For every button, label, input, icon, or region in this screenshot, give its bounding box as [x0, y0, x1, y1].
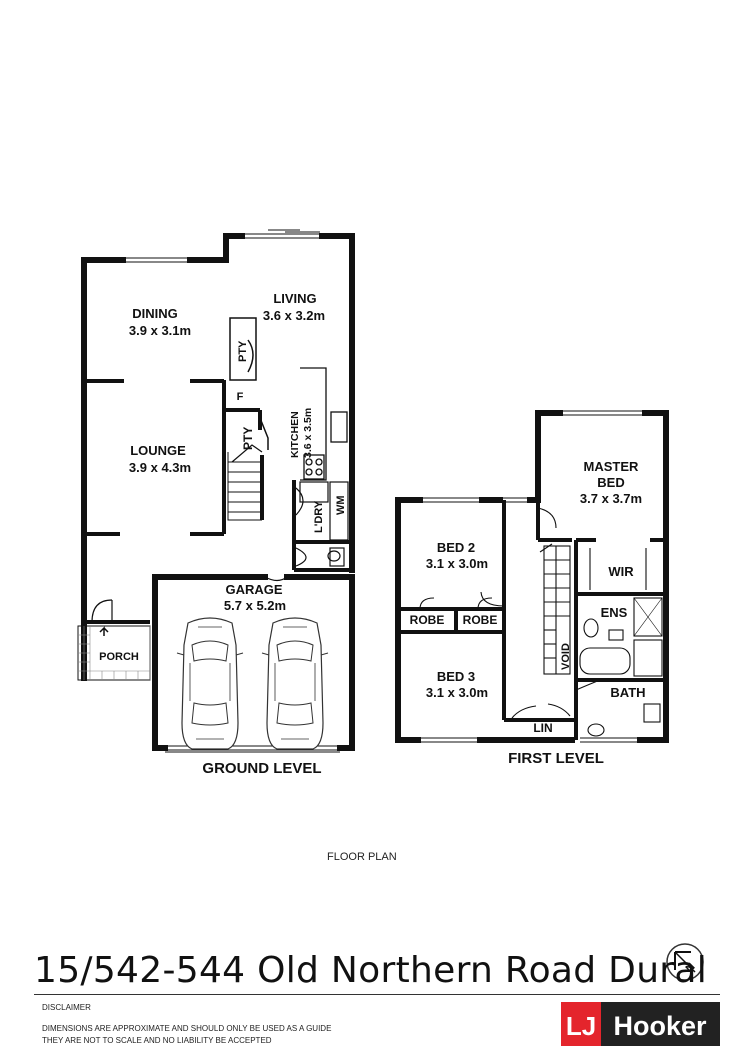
dining-size: 3.9 x 3.1m	[129, 323, 191, 338]
garage-label: GARAGE	[225, 582, 282, 597]
fridge-label: F	[237, 391, 244, 403]
laundry-label: L'DRY	[313, 500, 325, 533]
master-label-1: MASTER	[584, 459, 640, 474]
svg-text:LJ: LJ	[566, 1011, 596, 1041]
ground-level-caption: GROUND LEVEL	[202, 760, 321, 777]
kitchen-size: 3.6 x 3.5m	[302, 408, 314, 458]
floor-plan-diagram: DINING 3.9 x 3.1m LIVING 3.6 x 3.2m LOUN…	[77, 229, 669, 777]
porch	[77, 599, 151, 681]
bed3-label: BED 3	[437, 669, 475, 684]
wir-label: WIR	[608, 564, 634, 579]
wc	[295, 547, 345, 567]
lj-hooker-logo: LJ Hooker	[561, 1002, 720, 1046]
car-left	[176, 617, 244, 750]
void-label: VOID	[560, 643, 572, 670]
compass-icon: N	[666, 943, 704, 981]
bed2-size: 3.1 x 3.0m	[426, 556, 488, 571]
bed2-label: BED 2	[437, 540, 475, 555]
living-size: 3.6 x 3.2m	[263, 308, 325, 323]
ground-labels: DINING 3.9 x 3.1m LIVING 3.6 x 3.2m LOUN…	[99, 291, 347, 777]
first-windows	[418, 410, 645, 743]
disclaimer-line-2: THEY ARE NOT TO SCALE AND NO LIABILITY B…	[42, 1036, 272, 1045]
garage-size: 5.7 x 5.2m	[224, 598, 286, 613]
disclaimer-line-1: DIMENSIONS ARE APPROXIMATE AND SHOULD ON…	[42, 1024, 332, 1033]
master-size: 3.7 x 3.7m	[580, 491, 642, 506]
pantry-lower-label: PTY	[241, 427, 255, 450]
property-address: 15/542-544 Old Northern Road Dural	[34, 950, 708, 991]
porch-label: PORCH	[99, 651, 139, 663]
svg-text:Hooker: Hooker	[613, 1011, 707, 1041]
robe2-label: ROBE	[463, 613, 498, 627]
first-details	[419, 507, 663, 737]
lounge-label: LOUNGE	[130, 443, 186, 458]
pantry-upper	[229, 317, 257, 381]
floor-plan-caption: FLOOR PLAN	[327, 851, 397, 863]
pantry-upper-label: PTY	[237, 340, 249, 362]
first-outer-walls	[395, 410, 669, 743]
ens-label: ENS	[601, 605, 628, 620]
lounge-size: 3.9 x 4.3m	[129, 460, 191, 475]
lin-label: LIN	[533, 721, 552, 735]
kitchen-bench	[300, 367, 348, 481]
laundry-fixtures	[295, 481, 349, 541]
garage-door-swing	[264, 576, 288, 582]
disclaimer-heading: DISCLAIMER	[42, 1003, 91, 1012]
bath-label: BATH	[610, 685, 645, 700]
dining-label: DINING	[132, 306, 178, 321]
pantry-lower	[259, 417, 269, 450]
robe1-label: ROBE	[410, 613, 445, 627]
first-level-caption: FIRST LEVEL	[508, 750, 604, 767]
first-interior-walls	[398, 500, 666, 740]
kitchen-label: KITCHEN	[289, 411, 301, 458]
divider	[34, 994, 720, 995]
car-right	[261, 617, 329, 750]
first-level-plan	[395, 410, 669, 743]
ground-interior-walls	[84, 379, 352, 572]
master-label-2: BED	[597, 475, 624, 490]
ground-outer-walls	[81, 233, 355, 751]
wm-label: WM	[335, 495, 347, 515]
bed3-size: 3.1 x 3.0m	[426, 685, 488, 700]
ground-stairs	[227, 444, 263, 521]
first-labels: MASTER BED 3.7 x 3.7m BED 2 3.1 x 3.0m R…	[410, 459, 646, 767]
ground-level-plan	[77, 229, 355, 753]
living-label: LIVING	[273, 291, 316, 306]
